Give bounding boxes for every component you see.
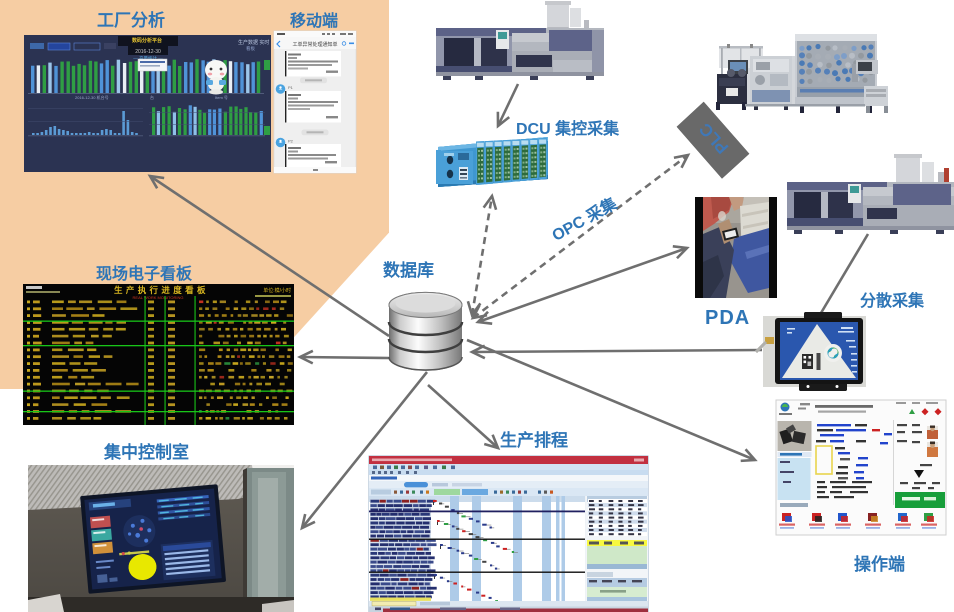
svg-text:P1: P1 <box>288 85 294 90</box>
svg-text:单位:模/小时: 单位:模/小时 <box>263 287 291 294</box>
svg-text:2016-12-30: 2016-12-30 <box>135 49 161 55</box>
svg-text:台: 台 <box>150 94 154 100</box>
svg-text:生 产 执 行 进 度 看 板: 生 产 执 行 进 度 看 板 <box>114 285 206 295</box>
svg-text:Item 号: Item 号 <box>215 94 228 100</box>
svg-text:P2: P2 <box>288 139 294 144</box>
svg-text:数码分析平台: 数码分析平台 <box>132 37 162 44</box>
svg-text:工单异常处理通知单: 工单异常处理通知单 <box>292 41 337 48</box>
svg-text:看板: 看板 <box>246 45 255 52</box>
svg-text:REAL WORK MONITORING: REAL WORK MONITORING <box>133 295 184 300</box>
svg-text:— 产量统计 —: — 产量统计 — <box>133 55 163 62</box>
svg-text:生产数据 实时: 生产数据 实时 <box>238 39 269 46</box>
svg-text:2016-12-30 机台号: 2016-12-30 机台号 <box>75 94 109 100</box>
